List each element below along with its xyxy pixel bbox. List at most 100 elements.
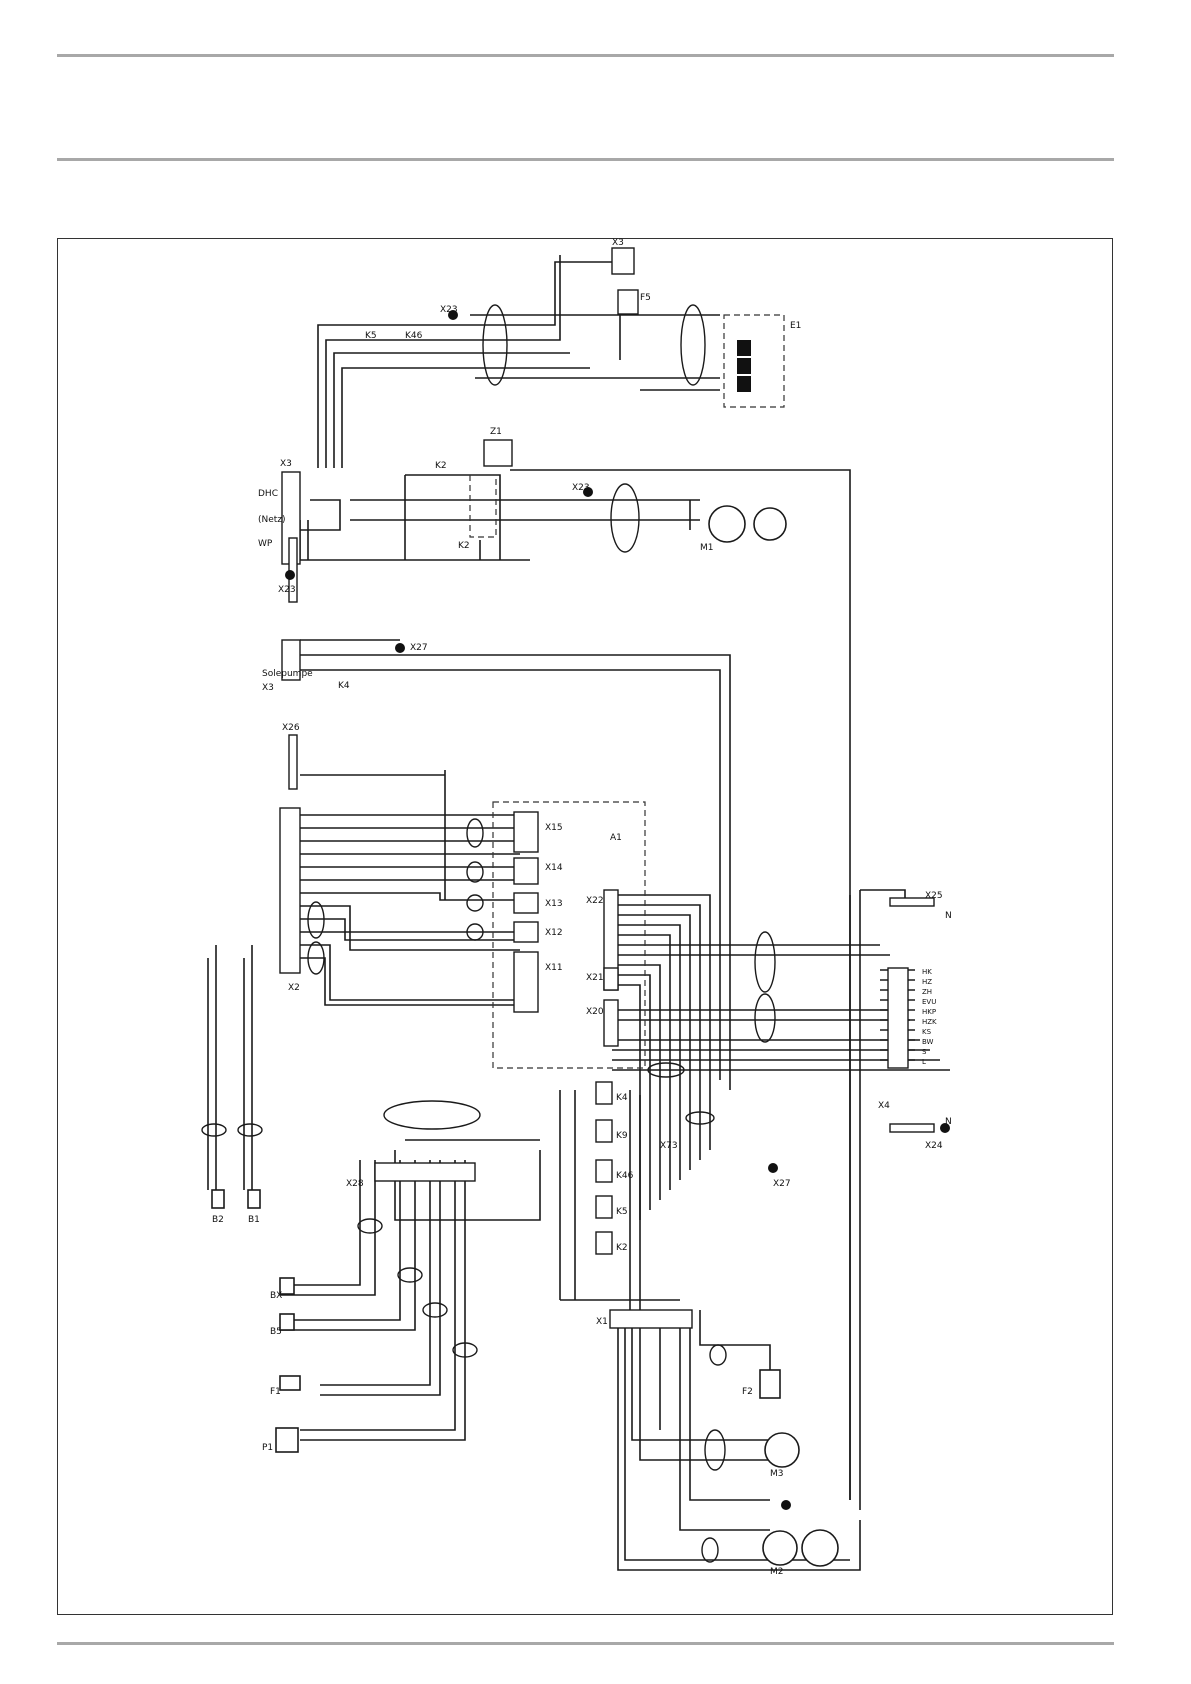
label-x1: X1 (596, 1317, 608, 1327)
label-x23-top: X23 (440, 305, 458, 315)
label-x3-sole: X3 (262, 683, 274, 693)
label-k4-relay: K4 (616, 1093, 628, 1103)
f5-box (618, 290, 638, 314)
label-x24: X24 (925, 1141, 943, 1151)
m1-motor (709, 506, 745, 542)
heater-element-3 (737, 376, 751, 392)
relay-coils (484, 290, 638, 1254)
label-k5: K5 (365, 331, 377, 341)
x4-terminal-label: L (922, 1058, 926, 1066)
label-x2: X2 (288, 983, 300, 993)
label-b5: B5 (270, 1327, 282, 1337)
label-bx: BX (270, 1291, 282, 1301)
x4-terminal-label: HZ (922, 978, 932, 986)
x4-terminal-label: BW (922, 1038, 934, 1046)
label-k2-switch: K2 (458, 541, 470, 551)
label-x11: X11 (545, 963, 563, 973)
label-k46: K46 (405, 331, 423, 341)
label-x23-m1: X23 (572, 483, 590, 493)
k46-coil (596, 1160, 612, 1182)
label-k46-relay: K46 (616, 1171, 634, 1181)
label-x27-top: X27 (410, 643, 428, 653)
heater-element-2 (737, 358, 751, 374)
label-m2: M2 (770, 1567, 784, 1577)
b2-sensor (212, 1190, 224, 1208)
label-netz: (Netz) (258, 515, 286, 525)
label-x27-bottom: X27 (773, 1179, 791, 1189)
x11-connector (514, 952, 538, 1012)
x4-strip (888, 968, 908, 1068)
label-x14: X14 (545, 863, 563, 873)
heater-element-1 (737, 340, 751, 356)
k9-coil (596, 1120, 612, 1142)
k2-coil (596, 1232, 612, 1254)
label-x24-n: N (945, 1117, 952, 1127)
x13-connector (514, 893, 538, 913)
x4-terminal-labels: HK HZ ZH EVU HKP HZK KS BW S L (922, 968, 937, 1066)
label-x3-top: X3 (612, 238, 624, 248)
components (212, 506, 838, 1566)
f2-switch (760, 1370, 780, 1398)
label-m3: M3 (770, 1469, 784, 1479)
x12-connector (514, 922, 538, 942)
label-x12: X12 (545, 928, 563, 938)
label-k2-relay: K2 (616, 1243, 628, 1253)
b5-sensor (280, 1314, 294, 1330)
x4-terminal-label: HKP (922, 1008, 936, 1016)
label-x13: X13 (545, 899, 563, 909)
z1-capacitor-box (484, 440, 512, 466)
label-x73: X73 (660, 1141, 678, 1151)
label-k5-relay: K5 (616, 1207, 628, 1217)
x20-connector (604, 1000, 618, 1046)
x14-connector (514, 858, 538, 884)
label-f2: F2 (742, 1387, 753, 1397)
e1-heater (724, 315, 784, 407)
label-f5: F5 (640, 293, 651, 303)
x2-strip (280, 808, 300, 973)
label-a1: A1 (610, 833, 622, 843)
label-b2: B2 (212, 1215, 224, 1225)
label-x25-n: N (945, 911, 952, 921)
label-k2-cap: K2 (435, 461, 447, 471)
ground-x23-strip (285, 570, 295, 580)
x1-strip (610, 1310, 692, 1328)
ground-x27-top (395, 643, 405, 653)
b1-sensor (248, 1190, 260, 1208)
x4-terminal-label: ZH (922, 988, 932, 996)
component-labels: X3 WP (Netz) DHC X3 Solepumpe X3 X23 X23… (212, 238, 952, 1577)
x4-terminal-label: HK (922, 968, 932, 976)
label-z1: Z1 (490, 427, 502, 437)
label-p1: P1 (262, 1443, 273, 1453)
x15-connector (514, 812, 538, 852)
label-x26: X26 (282, 723, 300, 733)
m2-motor (763, 1531, 797, 1565)
label-m1: M1 (700, 543, 714, 553)
m3-motor (765, 1433, 799, 1467)
x3-top-strip (612, 248, 634, 274)
label-x22: X22 (586, 896, 604, 906)
k5-coil (596, 1196, 612, 1218)
label-x4: X4 (878, 1101, 890, 1111)
x26-strip (289, 735, 297, 789)
label-b1: B1 (248, 1215, 260, 1225)
ground-x27-bottom (768, 1163, 778, 1173)
label-x23-strip: X23 (278, 585, 296, 595)
x28-strip (375, 1163, 475, 1181)
p1-sensor (276, 1428, 298, 1452)
label-x15: X15 (545, 823, 563, 833)
x4-terminal-label: S (922, 1048, 927, 1056)
ground-m2 (781, 1500, 791, 1510)
label-k9-relay: K9 (616, 1131, 628, 1141)
x4-terminal-label: KS (922, 1028, 932, 1036)
label-x25: X25 (925, 891, 943, 901)
label-f1: F1 (270, 1387, 281, 1397)
f1-switch (280, 1376, 300, 1390)
label-x20: X20 (586, 1007, 604, 1017)
label-x28: X28 (346, 1179, 364, 1189)
k4-coil (596, 1082, 612, 1104)
wires (208, 255, 950, 1570)
m2-pump (802, 1530, 838, 1566)
k2-contactor-box (470, 475, 496, 537)
label-e1: E1 (790, 321, 801, 331)
